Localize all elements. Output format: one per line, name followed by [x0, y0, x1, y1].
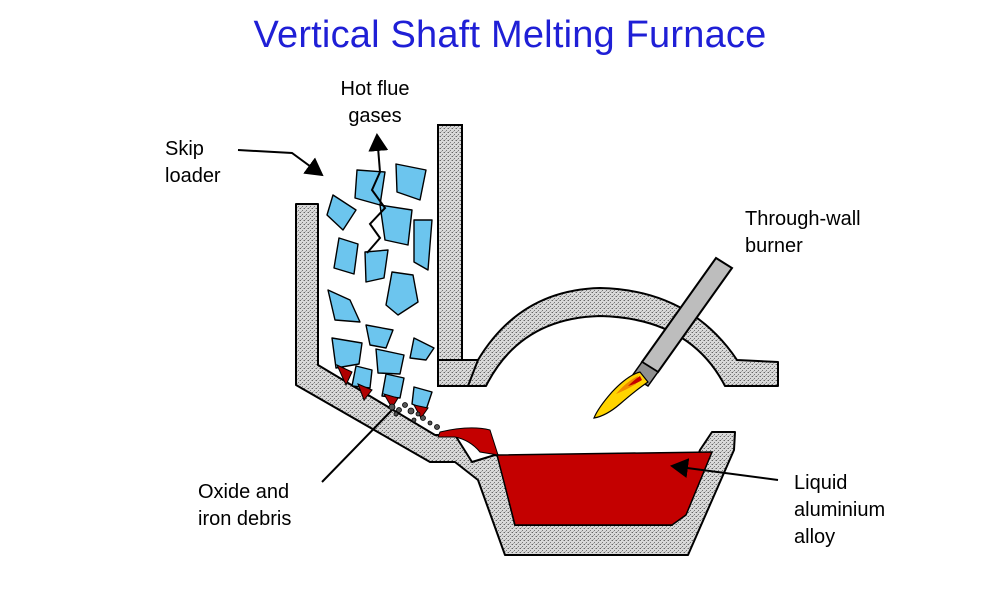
burner-flame [593, 371, 649, 419]
oxide-debris [388, 402, 440, 430]
skip-loader-arrow [237, 149, 324, 177]
debris-leader-line [321, 409, 393, 483]
charge-pieces [326, 163, 435, 411]
flue-gas-arrow [366, 133, 389, 254]
molten-metal-flow [437, 427, 499, 456]
label-oxide-iron-debris: Oxide and iron debris [198, 481, 292, 530]
liquid-aluminium-pool [496, 451, 714, 526]
diagram-title: Vertical Shaft Melting Furnace [253, 14, 767, 56]
label-skip-loader: Skip loader [165, 138, 221, 187]
alloy-leader-line [670, 458, 779, 481]
label-liquid-aluminium-alloy: Liquid aluminium alloy [794, 472, 886, 548]
furnace-arch-roof [467, 287, 779, 387]
melting-drips [335, 363, 429, 419]
shaft-right-wall [437, 124, 463, 361]
burner-leader-line [734, 252, 742, 262]
label-through-wall-burner: Through-wall burner [745, 208, 861, 257]
label-hot-flue-gases: Hot flue gases [340, 78, 410, 127]
